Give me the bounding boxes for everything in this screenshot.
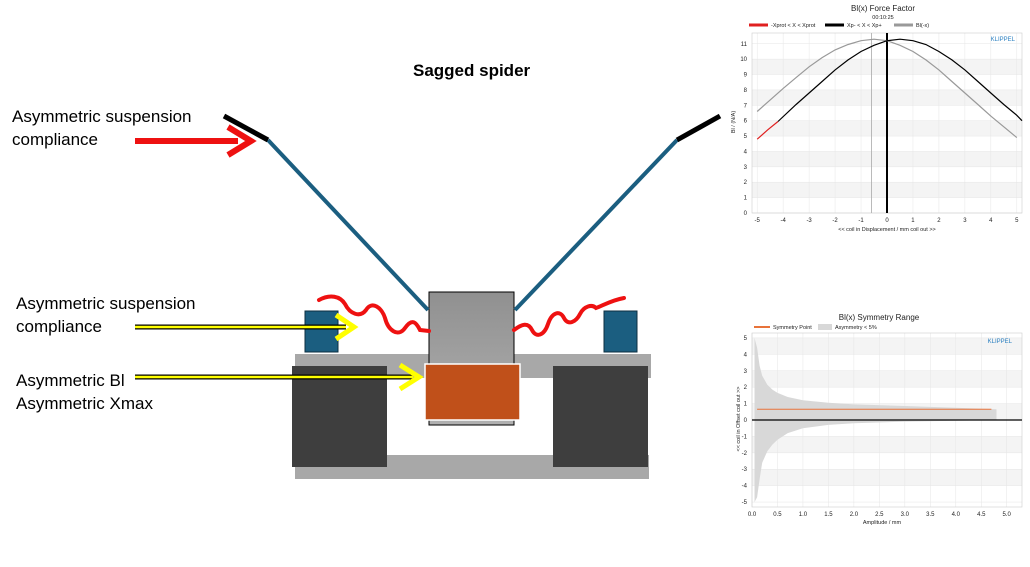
y-tick-label: 3 [744,369,748,375]
y-tick-label: 2 [744,385,748,391]
y-tick-label: 1 [744,196,748,202]
x-tick-label: 5 [1015,218,1019,224]
bl-chart-title: Bl(x) Force Factor [851,4,915,13]
x-tick-label: -4 [780,218,786,224]
voice-coil [424,363,521,421]
label-bl-xmax: Asymmetric Bl Asymmetric Xmax [16,371,153,413]
y-tick-label: 1 [744,402,748,408]
grid-band [752,59,1022,75]
x-tick-label: 1.0 [799,512,808,518]
sym-legend-label-2: Asymmetry < 5% [835,325,877,331]
sym-chart-ylabel: << coil in Offset coil out >> [736,386,742,451]
grid-band [752,337,1022,355]
y-tick-label: 4 [744,149,748,155]
y-tick-label: -5 [742,500,748,506]
red-arrow-head [226,124,257,158]
label-middle-suspension: Asymmetric suspension compliance [16,294,196,336]
grid-band [752,436,1022,453]
yellow-arrow-2-head [398,362,424,392]
series-line [777,38,1023,122]
bl-chart-ylabel: Bl / (N/A) [731,111,737,133]
grid-band [752,403,1022,420]
x-tick-label: 2 [937,218,941,224]
y-tick-label: -2 [742,451,748,457]
bl-legend-label-3: Bl(-x) [916,23,929,29]
bl-legend-label-1: -Xprot < X < Xprot [771,23,816,29]
y-tick-label: 8 [744,88,748,94]
x-tick-label: 0.0 [748,512,757,518]
y-tick-label: 0 [744,211,748,217]
frame-block-left [304,310,339,353]
x-tick-label: 1.5 [824,512,833,518]
series-line [756,121,779,140]
x-tick-label: -2 [832,218,838,224]
plot-frame [751,332,1023,508]
x-tick-label: 3 [963,218,967,224]
surround-right [675,113,722,143]
magnet-left [292,366,387,467]
y-tick-label: 0 [744,418,748,424]
x-tick-label: -5 [755,218,761,224]
y-tick-label: -4 [742,484,748,490]
sym-legend-swatch-gray [818,324,832,330]
y-tick-label: 4 [744,352,748,358]
cone-left [266,138,430,312]
bl-chart-xlabel: << coil in Displacement / mm coil out >> [838,227,936,233]
grid-band [752,120,1022,137]
x-tick-label: 5.0 [1003,512,1012,518]
x-tick-label: 4.5 [977,512,986,518]
y-tick-label: 3 [744,165,748,171]
sym-chart-brand: KLIPPEL [988,339,1013,345]
y-tick-label: 10 [740,57,747,63]
series-line [756,38,1018,139]
bl-legend-label-2: Xp- < X < Xp+ [847,23,882,29]
y-tick-label: 6 [744,119,748,125]
grid-band [752,151,1022,167]
sym-legend-label-1: Symmetry Point [773,325,812,331]
bl-chart-group: Bl(x) Force Factor 00:10:25 -Xprot < X <… [731,4,1023,233]
grid-band [752,469,1022,486]
y-tick-label: 2 [744,180,748,186]
cone-right [513,138,679,312]
sym-chart-xlabel: Amplitude / mm [863,520,902,526]
yellow-arrow-1-head [334,312,359,342]
grid-band [752,182,1022,198]
plot-frame [751,32,1023,214]
x-tick-label: 2.0 [850,512,859,518]
y-tick-label: -3 [742,467,748,473]
x-tick-label: 0.5 [773,512,782,518]
x-tick-label: 4.0 [952,512,961,518]
frame-block-right [603,310,638,353]
y-tick-label: 5 [744,336,748,342]
grid-band [752,370,1022,388]
sym-chart-title: Bl(x) Symmetry Range [839,313,920,322]
loudspeaker-diagram [135,113,722,479]
magnet-right [553,366,648,467]
spider-left [317,294,431,335]
x-tick-label: 1 [911,218,915,224]
surround-left [222,113,270,143]
y-tick-label: 9 [744,73,748,79]
sym-chart-group: Bl(x) Symmetry Range Symmetry Point Asym… [736,313,1023,526]
x-tick-label: -3 [806,218,812,224]
y-tick-label: 11 [741,42,748,48]
x-tick-label: 0 [885,218,889,224]
series-area [754,337,997,503]
label-top-suspension: Asymmetric suspension compliance [12,107,192,149]
y-tick-label: 5 [744,134,748,140]
diagram-title: Sagged spider [413,61,531,80]
grid-band [752,89,1022,106]
x-tick-label: -1 [858,218,864,224]
y-tick-label: -1 [742,434,748,440]
y-tick-label: 7 [744,103,748,109]
x-tick-label: 2.5 [875,512,884,518]
x-tick-label: 3.5 [926,512,935,518]
bl-chart-subtitle: 00:10:25 [872,15,893,21]
bl-chart-brand: KLIPPEL [991,37,1016,43]
spider-right [512,296,626,337]
x-tick-label: 3.0 [901,512,910,518]
x-tick-label: 4 [989,218,993,224]
